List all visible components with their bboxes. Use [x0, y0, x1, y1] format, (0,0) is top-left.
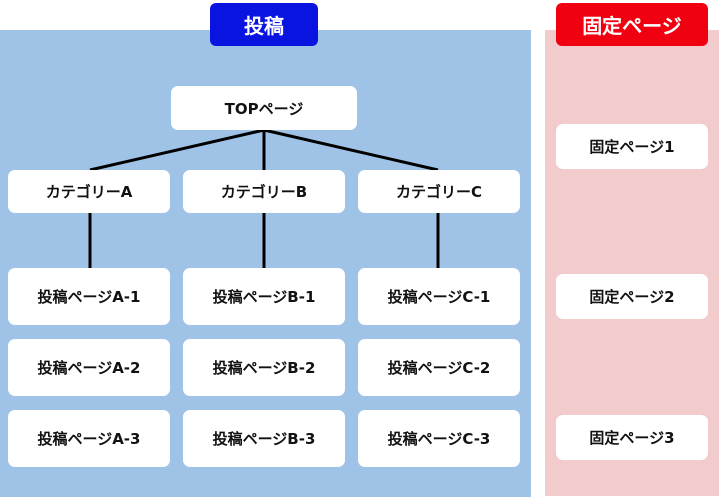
fixed-page-node: 固定ページ2 — [556, 274, 708, 319]
connector-top-a — [89, 128, 265, 172]
post-page-node: 投稿ページB-3 — [183, 410, 345, 467]
post-page-node: 投稿ページA-2 — [8, 339, 170, 396]
posts-header-badge: 投稿 — [210, 3, 318, 46]
fixed-pages-header-badge: 固定ページ — [556, 3, 708, 46]
fixed-page-node: 固定ページ3 — [556, 415, 708, 460]
post-page-node: 投稿ページC-1 — [358, 268, 520, 325]
post-page-node: 投稿ページA-1 — [8, 268, 170, 325]
post-page-node: 投稿ページB-1 — [183, 268, 345, 325]
category-c-node: カテゴリーC — [358, 170, 520, 213]
post-page-node: 投稿ページB-2 — [183, 339, 345, 396]
post-page-node: 投稿ページC-3 — [358, 410, 520, 467]
category-b-node: カテゴリーB — [183, 170, 345, 213]
fixed-page-node: 固定ページ1 — [556, 124, 708, 169]
post-page-node: 投稿ページA-3 — [8, 410, 170, 467]
connector-top-c — [263, 128, 439, 172]
top-page-node: TOPページ — [171, 86, 357, 130]
category-a-node: カテゴリーA — [8, 170, 170, 213]
post-page-node: 投稿ページC-2 — [358, 339, 520, 396]
